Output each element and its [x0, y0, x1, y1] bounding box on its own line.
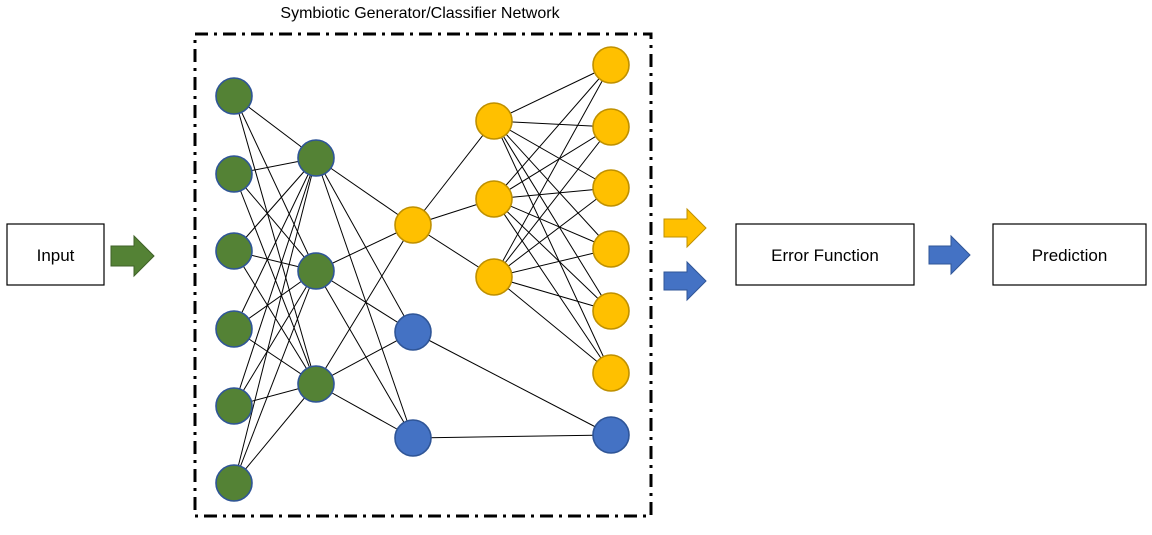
- network-edge: [233, 157, 317, 252]
- classifier-node: [475, 258, 513, 296]
- green-right-arrow-icon: [110, 234, 155, 278]
- network-edge: [233, 173, 317, 272]
- input-box: Input: [6, 223, 105, 286]
- network-edge: [493, 248, 612, 278]
- network-edge: [493, 126, 612, 200]
- output-node: [592, 416, 630, 454]
- network-edge: [233, 95, 317, 272]
- network-edge: [493, 120, 612, 189]
- classifier-node: [592, 230, 630, 268]
- blue-right-arrow-icon: [928, 234, 971, 276]
- generator-node: [215, 77, 253, 115]
- generator-node: [297, 252, 335, 290]
- network-edge: [493, 276, 612, 374]
- prediction-label: Prediction: [1032, 246, 1108, 265]
- network-edge: [233, 157, 317, 407]
- network-edge: [493, 120, 612, 250]
- network-edge: [412, 434, 612, 439]
- network-edge: [233, 383, 317, 484]
- network-edge: [493, 64, 612, 122]
- network-edge: [315, 270, 414, 333]
- classifier-node: [475, 180, 513, 218]
- network-nodes: [215, 46, 630, 502]
- network-edge: [493, 64, 612, 200]
- network-edge: [493, 120, 612, 312]
- generator-node: [297, 365, 335, 403]
- input-label: Input: [37, 246, 75, 265]
- network-edge: [412, 331, 612, 436]
- generator-node: [297, 139, 335, 177]
- network-edge: [493, 126, 612, 278]
- generator-node: [215, 310, 253, 348]
- network-edge: [315, 224, 414, 385]
- network-edge: [233, 157, 317, 330]
- network-edge: [233, 173, 317, 385]
- blue-right-arrow-icon: [663, 260, 707, 302]
- network-edges: [233, 64, 612, 484]
- network-edge: [412, 120, 495, 226]
- network-edge: [315, 157, 414, 333]
- network-edge: [233, 157, 317, 484]
- network-edge: [493, 198, 612, 312]
- network-edge: [233, 250, 317, 385]
- network-edge: [315, 270, 414, 439]
- yellow-right-arrow-icon: [663, 207, 707, 249]
- output-node: [394, 313, 432, 351]
- classifier-node: [592, 292, 630, 330]
- network-edge: [493, 187, 612, 200]
- network-edge: [233, 270, 317, 407]
- error-function-box: Error Function: [735, 223, 915, 286]
- classifier-node: [592, 108, 630, 146]
- network-edge: [233, 95, 317, 385]
- classifier-node: [394, 206, 432, 244]
- network-edge: [493, 120, 612, 374]
- classifier-node: [592, 46, 630, 84]
- diagram-title: Symbiotic Generator/Classifier Network: [280, 5, 560, 22]
- classifier-node: [475, 102, 513, 140]
- network-edge: [493, 276, 612, 312]
- network-edge: [315, 157, 414, 439]
- prediction-box: Prediction: [992, 223, 1147, 286]
- network-frame: [193, 32, 653, 518]
- generator-node: [215, 464, 253, 502]
- network-edge: [493, 64, 612, 278]
- network-edge: [315, 157, 414, 226]
- generator-node: [215, 232, 253, 270]
- network-edge: [233, 270, 317, 484]
- classifier-node: [592, 354, 630, 392]
- network-edge: [493, 198, 612, 250]
- network-edge: [493, 198, 612, 374]
- generator-node: [215, 155, 253, 193]
- network-edge: [493, 120, 612, 128]
- error-function-label: Error Function: [771, 246, 879, 265]
- network-edge: [493, 187, 612, 278]
- generator-node: [215, 387, 253, 425]
- output-node: [394, 419, 432, 457]
- classifier-node: [592, 169, 630, 207]
